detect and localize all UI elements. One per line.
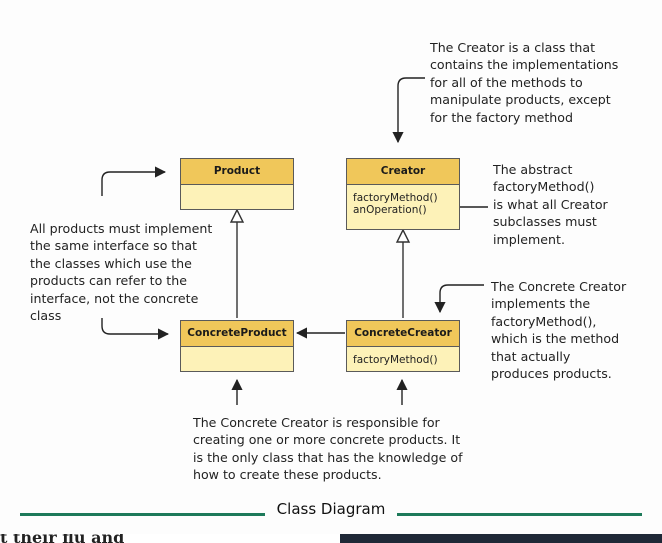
class-creator-methods: factoryMethod() anOperation()	[353, 192, 438, 216]
pointer-concrete-product-note	[101, 318, 170, 340]
inheritance-triangle-product	[229, 208, 245, 223]
class-creator: Creator factoryMethod() anOperation()	[346, 158, 460, 230]
concrete-creator-note: The Concrete Creator implements the fact…	[491, 279, 627, 382]
caption-rule-left	[20, 513, 265, 516]
caption-rule-right	[397, 513, 642, 516]
class-concrete-creator-methods: factoryMethod()	[353, 354, 438, 366]
class-product: Product	[180, 158, 294, 210]
creator-note: The Creator is a class that contains the…	[430, 40, 619, 125]
cropped-content-strip: t their flu and	[0, 534, 662, 543]
class-product-name: Product	[181, 159, 293, 185]
diagram-caption-text: Class Diagram	[268, 500, 394, 518]
concrete-creator-responsibility-note: The Concrete Creator is responsible for …	[193, 415, 463, 483]
pointer-product-note	[101, 166, 167, 196]
pointer-creator-note	[392, 77, 425, 144]
diagram-caption: Class Diagram	[0, 500, 662, 518]
class-concrete-product: ConcreteProduct	[180, 320, 294, 372]
class-concrete-product-name: ConcreteProduct	[181, 321, 293, 347]
class-concrete-creator: ConcreteCreator factoryMethod()	[346, 320, 460, 372]
pointer-concrete-creator-note	[434, 284, 484, 314]
cropped-text-fragment: t their flu and	[0, 534, 124, 543]
class-product-body	[181, 185, 293, 199]
class-concrete-creator-name: ConcreteCreator	[347, 321, 459, 347]
class-creator-name: Creator	[347, 159, 459, 185]
class-concrete-product-body	[181, 347, 293, 361]
cropped-dark-panel	[340, 534, 662, 543]
abstract-method-note: The abstract factoryMethod() is what all…	[493, 162, 608, 247]
products-interface-note: All products must implement the same int…	[30, 221, 213, 324]
inheritance-triangle-creator	[395, 228, 411, 243]
